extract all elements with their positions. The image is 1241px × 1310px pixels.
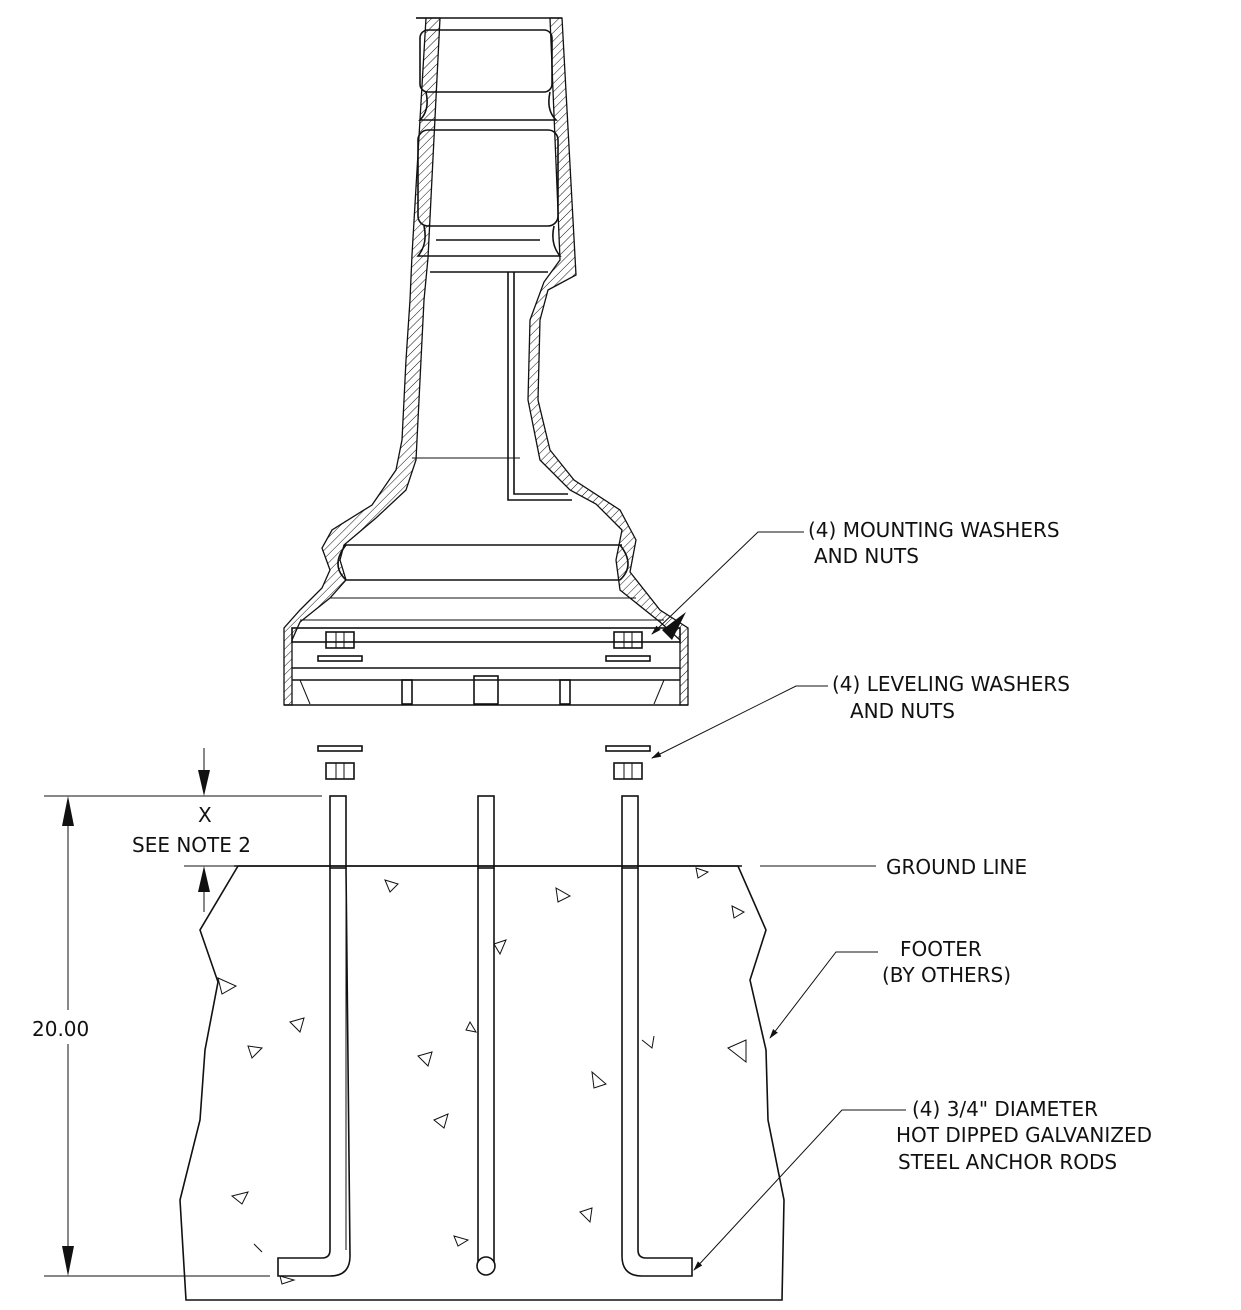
label-mounting-1: (4) MOUNTING WASHERS bbox=[808, 518, 1060, 542]
dimension-20 bbox=[44, 795, 322, 1277]
leaders bbox=[651, 531, 906, 1271]
label-footer-1: FOOTER bbox=[900, 937, 982, 961]
aggregate-marks bbox=[217, 867, 747, 1285]
leveling-hardware bbox=[317, 745, 651, 780]
label-x: X bbox=[198, 803, 212, 827]
anchor-rod-center bbox=[476, 795, 496, 1276]
label-rods-2: HOT DIPPED GALVANIZED bbox=[896, 1123, 1152, 1147]
label-see-note: SEE NOTE 2 bbox=[132, 833, 251, 857]
label-rods-1: (4) 3/4" DIAMETER bbox=[912, 1097, 1098, 1121]
label-footer-2: (BY OTHERS) bbox=[882, 963, 1011, 987]
label-mounting-2: AND NUTS bbox=[814, 544, 919, 568]
footer-outline bbox=[179, 865, 785, 1301]
pole-wall-right bbox=[527, 17, 689, 706]
anchor-rod-right bbox=[621, 795, 693, 1277]
pole-wall-left bbox=[283, 17, 441, 706]
label-leveling-1: (4) LEVELING WASHERS bbox=[832, 672, 1070, 696]
label-dimension-20: 20.00 bbox=[32, 1017, 89, 1041]
dimension-x bbox=[184, 748, 234, 912]
anchor-rod-left bbox=[277, 795, 351, 1277]
mounting-nut-right bbox=[613, 631, 643, 649]
label-ground-line: GROUND LINE bbox=[886, 855, 1027, 879]
label-leveling-2: AND NUTS bbox=[850, 699, 955, 723]
mounting-nut-left bbox=[325, 631, 355, 649]
label-rods-3: STEEL ANCHOR RODS bbox=[898, 1150, 1117, 1174]
pole-base bbox=[283, 17, 689, 706]
